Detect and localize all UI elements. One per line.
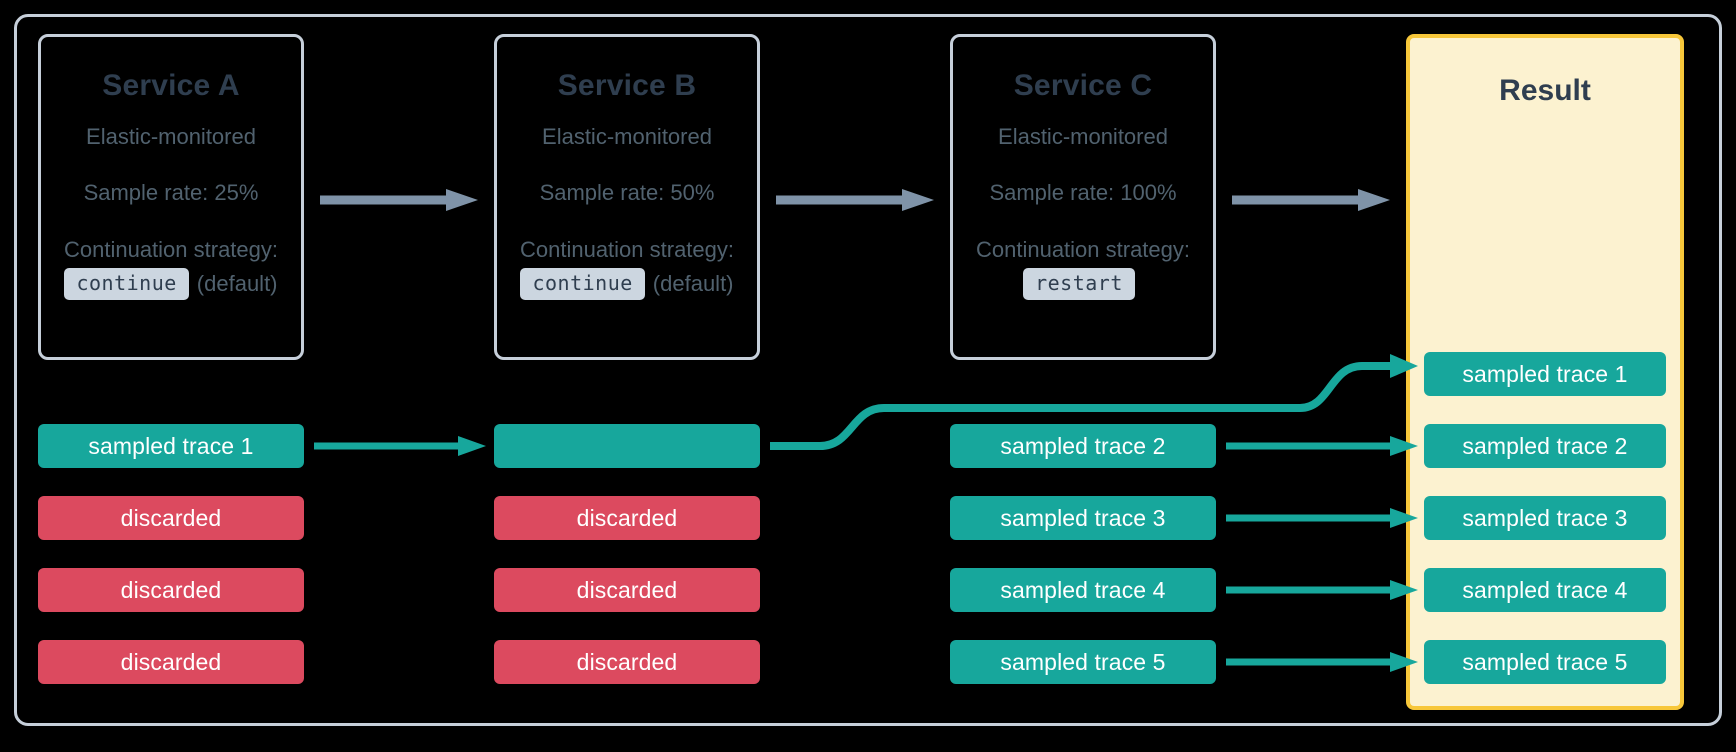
trace-bar: discarded	[38, 496, 304, 540]
service-b-strategy-note: (default)	[652, 270, 734, 296]
service-card-a: Service A Elastic-monitored Sample rate:…	[38, 34, 304, 360]
trace-bar-label: sampled trace 4	[1000, 576, 1166, 603]
result-trace-bar: sampled trace 1	[1424, 352, 1666, 396]
trace-bar-label: discarded	[120, 576, 222, 603]
result-trace-bar: sampled trace 5	[1424, 640, 1666, 684]
trace-bar: sampled trace 3	[950, 496, 1216, 540]
trace-bar-label: sampled trace 5	[1000, 648, 1166, 675]
result-title: Result	[1499, 74, 1591, 107]
service-flow-arrow-c-to-result	[1232, 189, 1390, 211]
service-flow-arrow-b-to-c	[776, 189, 934, 211]
trace-bar-label: sampled trace 1	[88, 432, 254, 459]
trace-arrow-a1-to-b	[314, 436, 486, 456]
trace-arrow-c2-to-result	[1226, 436, 1418, 456]
service-a-title: Service A	[102, 69, 240, 102]
service-b-title: Service B	[557, 69, 697, 102]
trace-bar: discarded	[494, 640, 760, 684]
trace-bar: discarded	[38, 568, 304, 612]
result-trace-label: sampled trace 5	[1462, 648, 1628, 675]
result-trace-bar: sampled trace 4	[1424, 568, 1666, 612]
trace-bar: discarded	[494, 568, 760, 612]
service-flow-arrow-a-to-b	[320, 189, 478, 211]
trace-bar: sampled trace 2	[950, 424, 1216, 468]
service-b-strategy-row: continue (default)	[497, 267, 757, 300]
service-c-title: Service C	[1013, 69, 1153, 102]
service-c-strategy-chip: restart	[1023, 267, 1135, 300]
trace-bar: discarded	[38, 640, 304, 684]
service-b-subtitle: Elastic-monitored	[542, 124, 712, 149]
service-a-strategy-chip: continue	[64, 267, 189, 300]
service-a-sample-rate: Sample rate: 25%	[83, 180, 259, 206]
service-a-strategy-row: continue (default)	[41, 267, 301, 300]
trace-arrow-c5-to-result	[1226, 652, 1418, 672]
result-trace-label: sampled trace 4	[1462, 576, 1628, 603]
service-a-strategy-note: (default)	[196, 270, 278, 296]
trace-bar: discarded	[494, 496, 760, 540]
result-trace-label: sampled trace 2	[1462, 432, 1628, 459]
trace-arrow-c3-to-result	[1226, 508, 1418, 528]
result-trace-bar: sampled trace 2	[1424, 424, 1666, 468]
service-c-strategy-row: restart	[953, 267, 1213, 300]
service-c-strategy-label: Continuation strategy:	[975, 236, 1191, 262]
result-trace-label: sampled trace 3	[1462, 504, 1628, 531]
trace-bar: sampled trace 4	[950, 568, 1216, 612]
trace-bar-label: discarded	[576, 504, 678, 531]
service-card-b: Service B Elastic-monitored Sample rate:…	[494, 34, 760, 360]
trace-bar-label: discarded	[120, 504, 222, 531]
trace-bar-label: discarded	[120, 648, 222, 675]
trace-bar-label: discarded	[576, 576, 678, 603]
service-c-subtitle: Elastic-monitored	[998, 124, 1168, 149]
trace-bar-label: sampled trace 2	[1000, 432, 1166, 459]
service-a-strategy-label: Continuation strategy:	[63, 236, 279, 262]
trace-arrow-c4-to-result	[1226, 580, 1418, 600]
service-b-sample-rate: Sample rate: 50%	[539, 180, 715, 206]
trace-bar: sampled trace 1	[38, 424, 304, 468]
service-b-strategy-chip: continue	[520, 267, 645, 300]
service-card-c: Service C Elastic-monitored Sample rate:…	[950, 34, 1216, 360]
result-trace-label: sampled trace 1	[1462, 360, 1628, 387]
trace-bar	[494, 424, 760, 468]
trace-bar: sampled trace 5	[950, 640, 1216, 684]
service-c-sample-rate: Sample rate: 100%	[989, 180, 1177, 206]
service-b-strategy-label: Continuation strategy:	[519, 236, 735, 262]
diagram-outer-frame	[14, 14, 1722, 726]
result-trace-bar: sampled trace 3	[1424, 496, 1666, 540]
service-a-subtitle: Elastic-monitored	[86, 124, 256, 149]
trace-bar-label: discarded	[576, 648, 678, 675]
trace-bar-label: sampled trace 3	[1000, 504, 1166, 531]
